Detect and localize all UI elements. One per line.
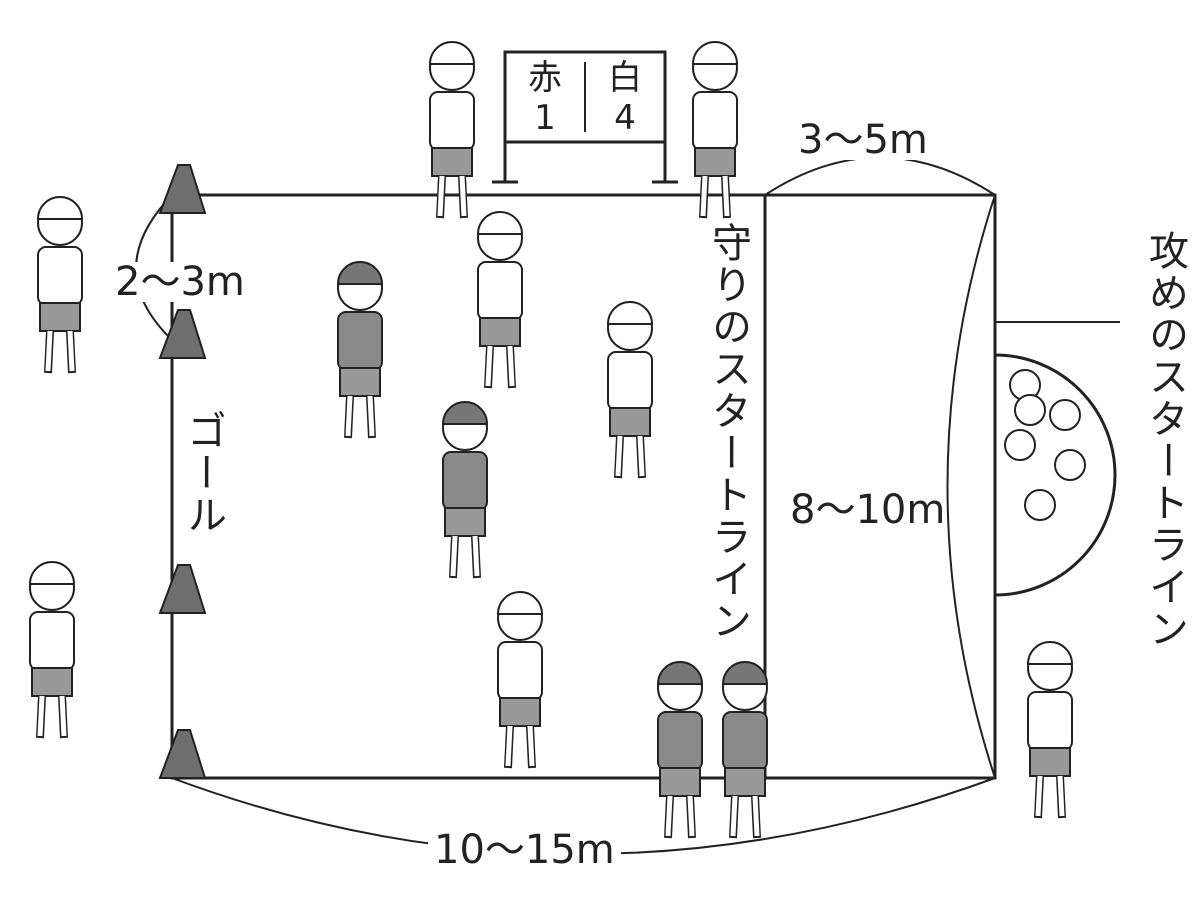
white-team-player: [496, 591, 544, 769]
ball: [1014, 394, 1046, 426]
red-label: 赤: [528, 58, 562, 98]
label-attack-start-line: 攻めのスタートライン: [1142, 230, 1188, 650]
cone-icon: [158, 564, 207, 614]
white-team-player: [428, 41, 476, 219]
cone-icon: [158, 164, 207, 214]
white-team-player: [28, 561, 76, 739]
dimension-arc-8-10m: [946, 194, 996, 779]
label-10-15m: 10〜15m: [428, 830, 621, 870]
red-team-player: [441, 401, 489, 579]
ball: [1049, 399, 1081, 431]
ball: [1004, 429, 1036, 461]
white-team-player: [606, 301, 654, 479]
ball: [1024, 489, 1056, 521]
white-label: 白: [608, 58, 642, 98]
cone-icon: [158, 309, 207, 359]
red-team-score: 赤 1: [515, 58, 575, 138]
white-team-player: [36, 196, 84, 374]
label-defense-start-line: 守りのスタートライン: [705, 222, 751, 642]
label-goal: ゴール: [180, 410, 226, 536]
white-team-score: 白 4: [595, 58, 655, 138]
white-score: 4: [614, 98, 636, 138]
label-2-3m: 2〜3m: [115, 259, 245, 305]
white-team-player: [476, 211, 524, 389]
red-score: 1: [534, 98, 556, 138]
red-team-player: [721, 661, 769, 839]
white-team-player: [691, 41, 739, 219]
cone-icon: [158, 729, 207, 779]
red-team-player: [336, 261, 384, 439]
ball: [1054, 449, 1086, 481]
label-8-10m: 8〜10m: [790, 487, 946, 533]
red-team-player: [656, 661, 704, 839]
dimension-arc-3-5m: [764, 156, 996, 196]
label-3-5m: 3〜5m: [798, 117, 928, 163]
white-team-player: [1026, 641, 1074, 819]
